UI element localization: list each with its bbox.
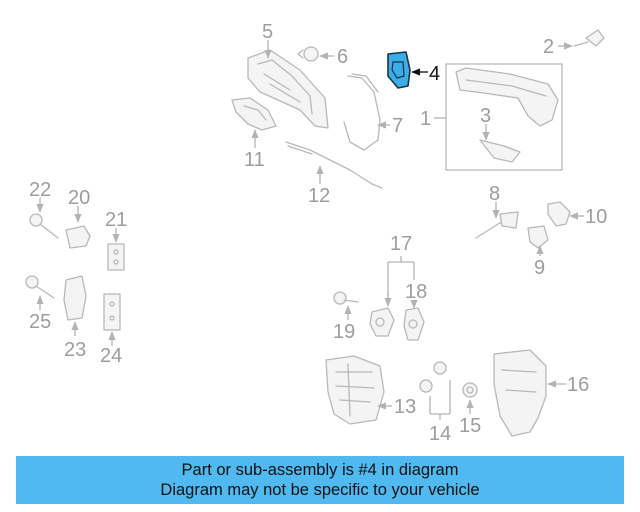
part-10-bracket: [547, 201, 571, 227]
callout-10: 10: [585, 206, 607, 228]
notice-line-2: Diagram may not be specific to your vehi…: [160, 481, 480, 499]
callout-18: 18: [405, 281, 427, 303]
callout-2: 2: [543, 36, 554, 58]
callout-21: 21: [105, 209, 127, 231]
callout-12: 12: [308, 185, 330, 207]
notice-banner: Part or sub-assembly is #4 in diagram Di…: [16, 456, 624, 504]
part-21-plate: [107, 243, 125, 271]
part-17-18-rollers: [369, 307, 425, 341]
callout-25: 25: [29, 311, 51, 333]
callout-9: 9: [534, 257, 545, 279]
notice-line-1: Part or sub-assembly is #4 in diagram: [181, 461, 459, 479]
part-7-cable: [343, 73, 381, 151]
callout-1: 1: [420, 108, 431, 130]
part-25-bolt: [25, 275, 55, 299]
callout-6: 6: [337, 46, 348, 68]
part-1-outside-handle-box: [445, 63, 563, 171]
part-9-clip: [527, 225, 549, 249]
leader-14: [429, 380, 451, 420]
part-6-bolt: [297, 46, 319, 62]
callout-13: 13: [394, 396, 416, 418]
callout-5: 5: [262, 21, 273, 43]
part-8-rod-clip: [475, 211, 519, 239]
callout-8: 8: [489, 183, 500, 205]
part-4-handle-cover: [387, 51, 411, 89]
part-14-screws: [419, 361, 447, 393]
part-20-upper-hinge: [65, 225, 91, 249]
leader-17: [387, 256, 415, 304]
part-15-grommet: [462, 382, 478, 398]
callout-17: 17: [390, 233, 412, 255]
part-5-handle-frame: [247, 49, 329, 129]
callout-14: 14: [429, 423, 451, 445]
part-12-rod: [285, 141, 383, 189]
callout-15: 15: [459, 415, 481, 437]
parts-diagram: 5 6 4 7 11 12 2 1: [25, 21, 607, 445]
part-19-pin: [333, 291, 359, 305]
part-24-plate: [103, 293, 121, 331]
part-2-screw: [573, 29, 605, 47]
callout-20: 20: [68, 187, 90, 209]
callout-24: 24: [100, 345, 122, 367]
callout-11: 11: [244, 149, 265, 171]
part-16-shield: [493, 349, 547, 437]
callout-7: 7: [392, 115, 403, 137]
callout-23: 23: [64, 339, 86, 361]
callout-4: 4: [429, 63, 440, 85]
callout-3: 3: [480, 105, 491, 127]
part-23-lower-hinge: [63, 275, 87, 321]
callout-22: 22: [29, 179, 51, 201]
part-13-latch: [325, 355, 385, 425]
part-11-inside-handle: [231, 97, 277, 131]
part-22-bolt: [29, 213, 59, 239]
callout-19: 19: [333, 321, 355, 343]
callout-16: 16: [567, 374, 589, 396]
part-3-cover: [479, 139, 521, 163]
